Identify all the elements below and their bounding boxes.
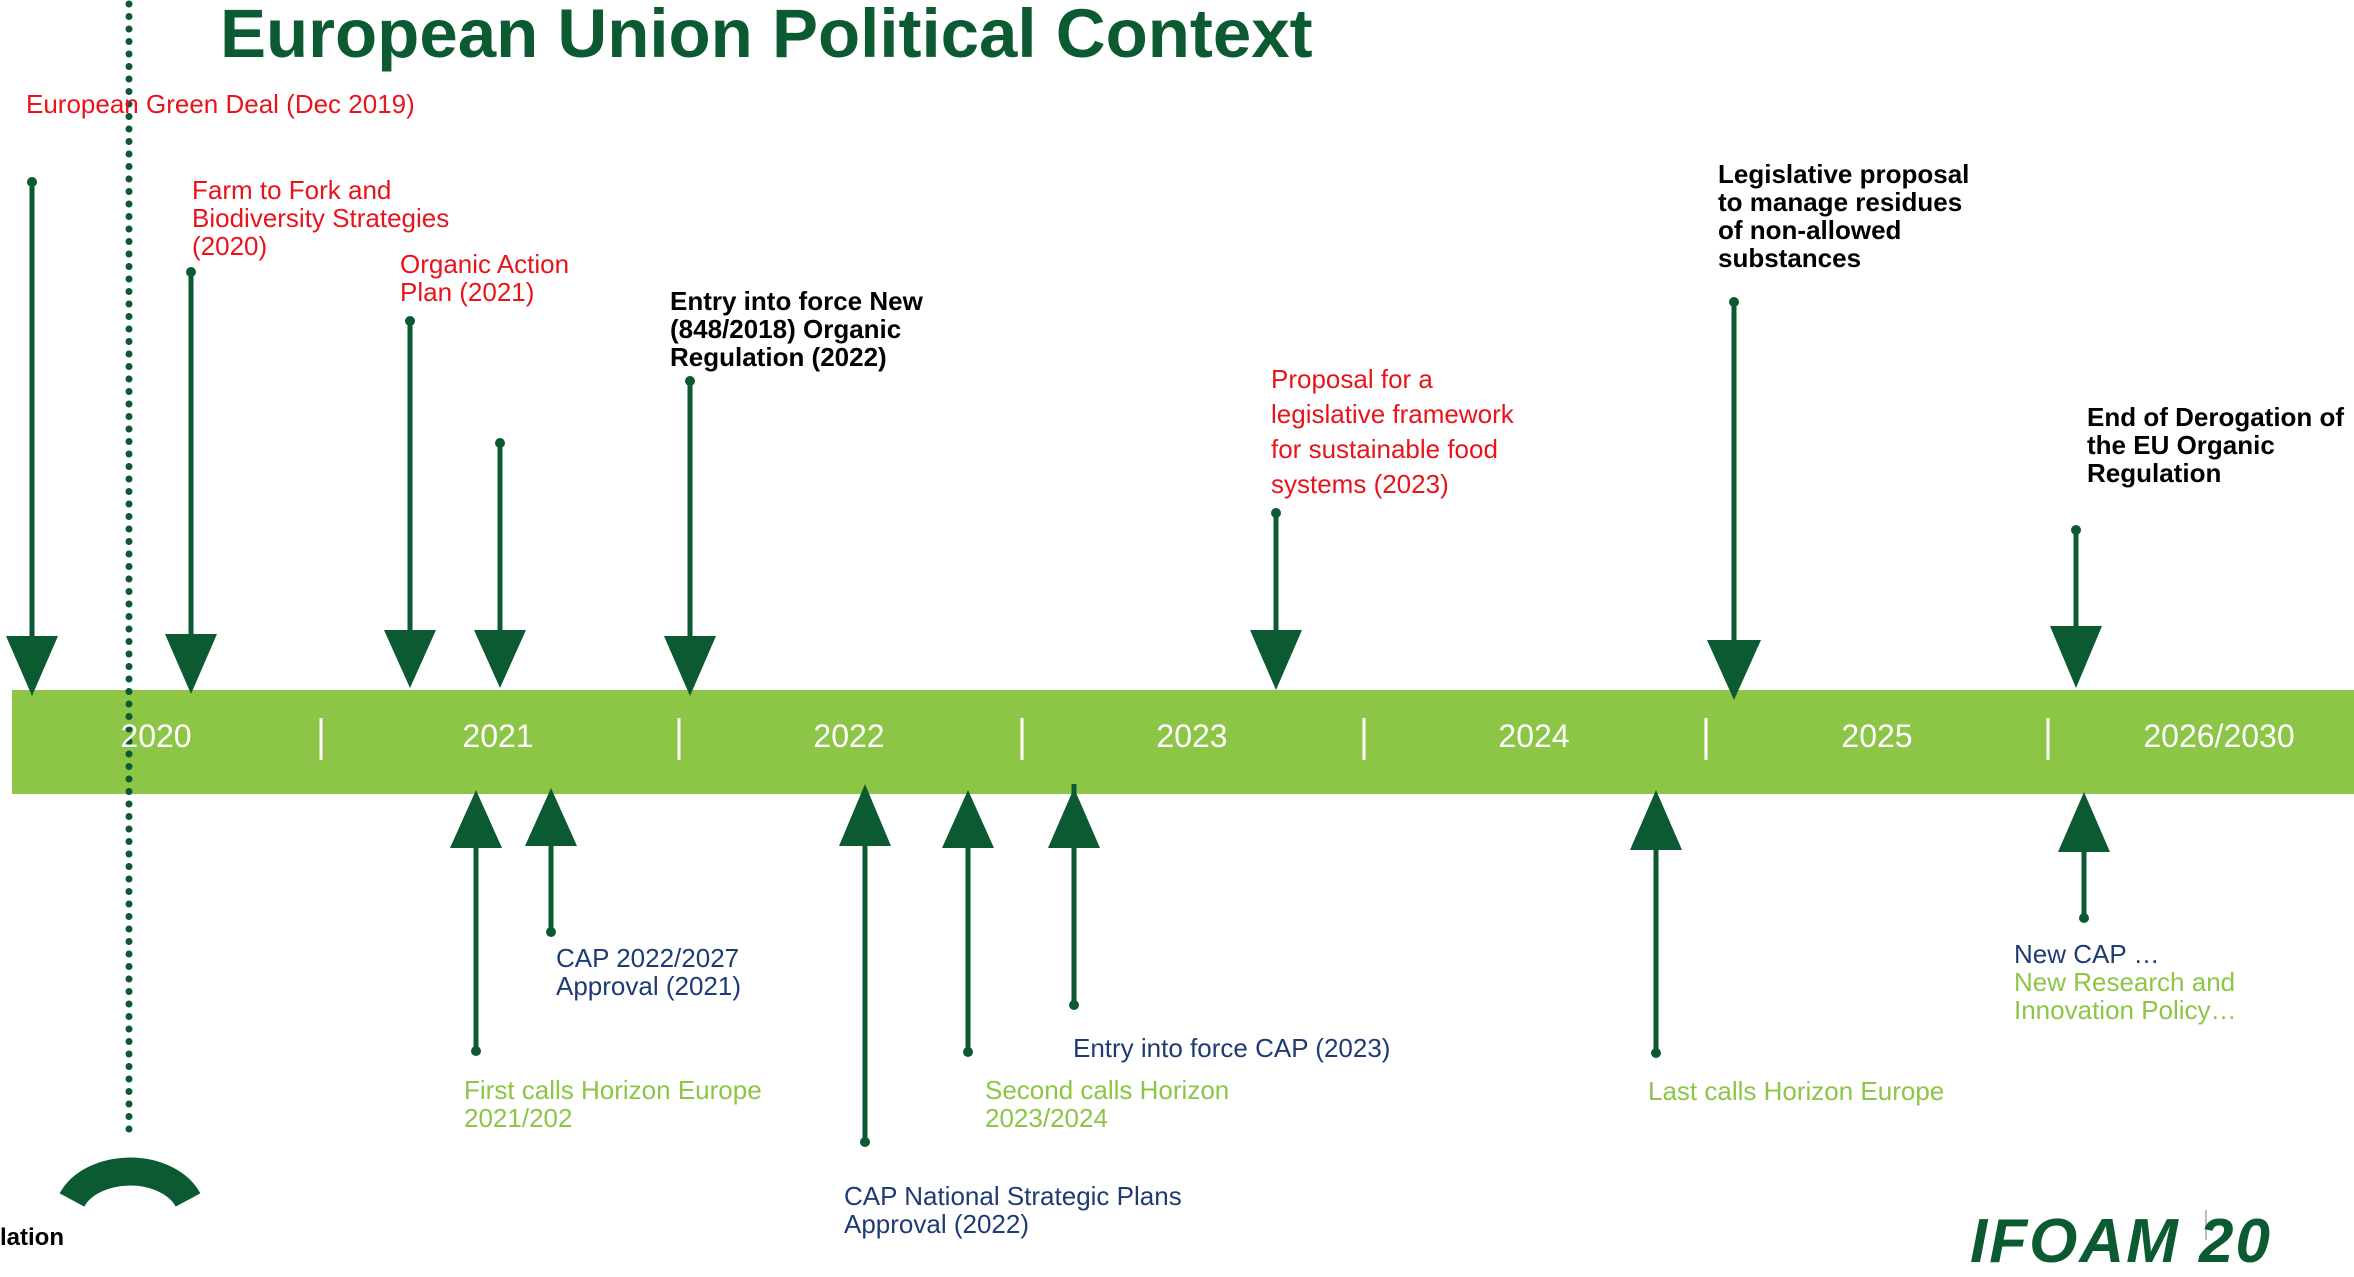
- arrow-organic-action-plan: [384, 316, 436, 688]
- arrow-horizon-last: [1630, 790, 1682, 1058]
- arrow-residues-proposal: [1707, 297, 1761, 700]
- event-end-derogation: End of Derogation of the EU Organic Regu…: [2087, 402, 2345, 488]
- event-new-cap: New CAP …: [2014, 939, 2160, 969]
- year-label-2022: 2022: [813, 718, 885, 754]
- event-cap-entry: Entry into force CAP (2023): [1073, 1033, 1391, 1063]
- ifoam-logo: IFOAM 20: [1970, 1207, 2272, 1276]
- arrows-up: [450, 784, 2110, 1147]
- year-label-2021: 2021: [462, 718, 534, 754]
- event-horizon-last: Last calls Horizon Europe: [1648, 1076, 1945, 1106]
- page-title: European Union Political Context: [220, 0, 1313, 72]
- arrow-horizon-first: [450, 790, 502, 1056]
- arrow-farm-to-fork: [165, 267, 217, 694]
- arrow-new-cap: [2058, 792, 2110, 923]
- bottom-left-cut-text: lation: [0, 1224, 64, 1251]
- event-cap-national-plans: CAP National Strategic Plans Approval (2…: [844, 1181, 1182, 1239]
- arrow-new-organic-regulation: [664, 376, 716, 696]
- timeline-band: [12, 690, 2354, 794]
- event-horizon-second: Second calls Horizon 2023/2024: [985, 1075, 1230, 1133]
- event-horizon-first: First calls Horizon Europe 2021/202: [464, 1075, 762, 1133]
- event-new-research: New Research and Innovation Policy…: [2014, 967, 2237, 1025]
- event-farm-to-fork: Farm to Fork and Biodiversity Strategies…: [192, 175, 450, 261]
- event-new-organic-regulation: Entry into force New (848/2018) Organic …: [670, 286, 923, 372]
- event-organic-action-plan: Organic Action Plan (2021): [400, 249, 570, 307]
- year-label-2025: 2025: [1841, 718, 1913, 754]
- arrows-down: [6, 177, 2102, 700]
- event-residues-proposal: Legislative proposal to manage residues …: [1718, 159, 1970, 273]
- arrow-sustainable-food: [1250, 508, 1302, 690]
- year-label-2026-2030: 2026/2030: [2143, 718, 2295, 754]
- arrow-green-deal: [6, 177, 58, 696]
- year-separators: [319, 718, 2050, 760]
- event-green-deal: European Green Deal (Dec 2019): [26, 89, 415, 119]
- year-label-2020: 2020: [120, 718, 192, 754]
- partial-logo-shape: [59, 1157, 201, 1208]
- arrow-horizon-second: [942, 790, 994, 1057]
- event-cap-approval: CAP 2022/2027 Approval (2021): [556, 943, 741, 1001]
- arrow-end-derogation: [2050, 525, 2102, 688]
- arrow-2021-unlabeled: [474, 438, 526, 688]
- arrow-cap-national-plans: [839, 784, 891, 1147]
- event-sustainable-food: Proposal for a legislative framework for…: [1271, 364, 1514, 499]
- timeline-diagram: [6, 0, 2354, 1240]
- year-label-2024: 2024: [1498, 718, 1570, 754]
- arrow-cap-entry: [1048, 784, 1100, 1010]
- arrow-cap-approval: [525, 788, 577, 937]
- year-label-2023: 2023: [1156, 718, 1228, 754]
